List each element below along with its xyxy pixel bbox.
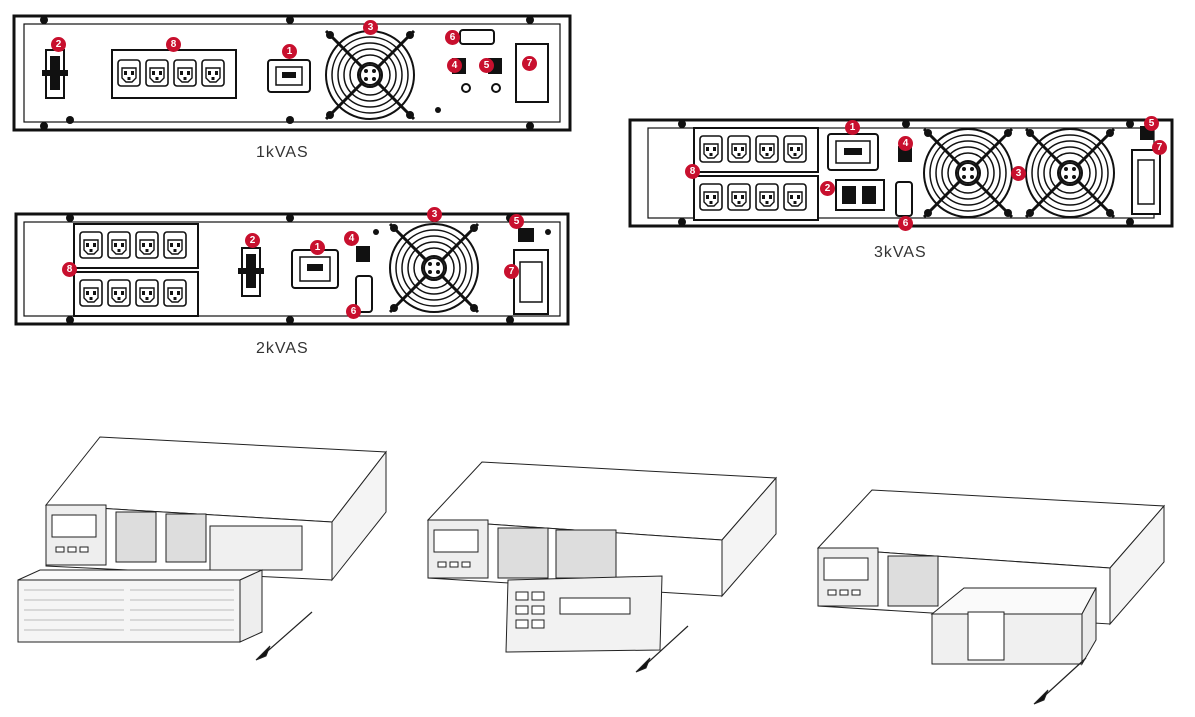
caption-1kva: 1kVAS — [256, 144, 309, 161]
callout-1kva-8: 8 — [166, 37, 181, 52]
callout-3kva-3: 3 — [1011, 166, 1026, 181]
callout-3kva-6: 6 — [898, 216, 913, 231]
callout-3kva-2: 2 — [820, 181, 835, 196]
callout-1kva-3: 3 — [363, 20, 378, 35]
callout-3kva-5: 5 — [1144, 116, 1159, 131]
callout-1kva-4: 4 — [447, 58, 462, 73]
callout-2kva-7: 7 — [504, 264, 519, 279]
callout-2kva-8: 8 — [62, 262, 77, 277]
callout-1kva-7: 7 — [522, 56, 537, 71]
callout-1kva-5: 5 — [479, 58, 494, 73]
battery-removal-step-3 — [816, 489, 1166, 705]
panel-3kva — [628, 118, 1174, 228]
caption-3kva: 3kVAS — [874, 244, 927, 261]
panel-2kva — [14, 212, 570, 326]
battery-removal-step-2 — [426, 461, 778, 673]
caption-2kva: 2kVAS — [256, 340, 309, 357]
callout-3kva-8: 8 — [685, 164, 700, 179]
callout-3kva-1: 1 — [845, 120, 860, 135]
panel-1kva — [12, 14, 572, 132]
callout-2kva-3: 3 — [427, 207, 442, 222]
callout-1kva-1: 1 — [282, 44, 297, 59]
callout-2kva-5: 5 — [509, 214, 524, 229]
callout-3kva-4: 4 — [898, 136, 913, 151]
callout-2kva-6: 6 — [346, 304, 361, 319]
callout-2kva-2: 2 — [245, 233, 260, 248]
callout-2kva-4: 4 — [344, 231, 359, 246]
callout-1kva-6: 6 — [445, 30, 460, 45]
callout-3kva-7: 7 — [1152, 140, 1167, 155]
callout-1kva-2: 2 — [51, 37, 66, 52]
callout-2kva-1: 1 — [310, 240, 325, 255]
battery-removal-step-1 — [17, 436, 387, 661]
